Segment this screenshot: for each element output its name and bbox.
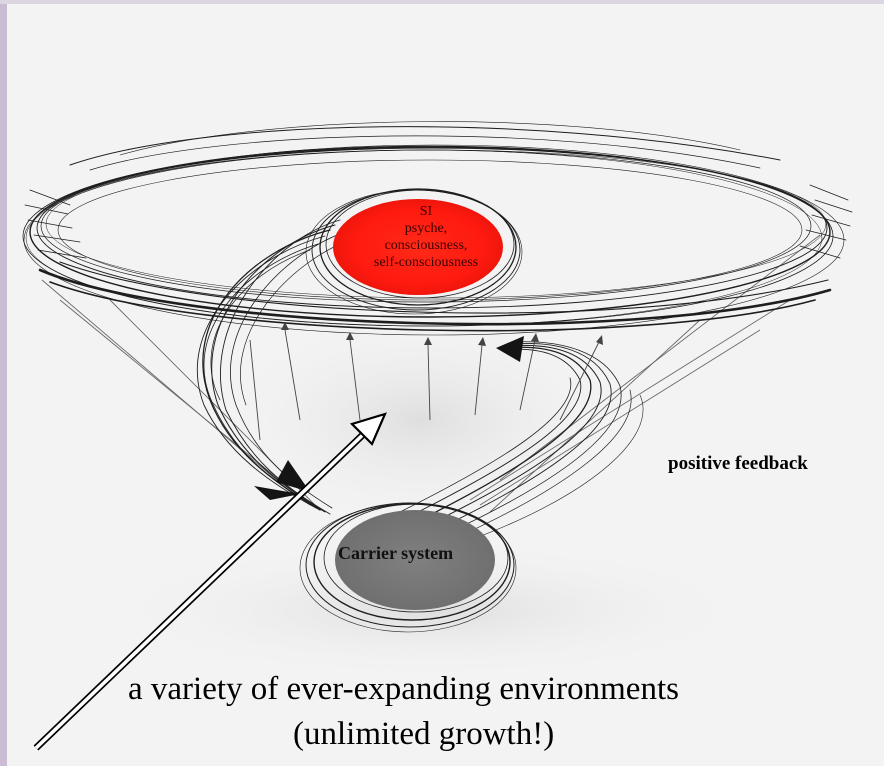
right-swirl	[399, 341, 644, 541]
carrier-node	[299, 502, 517, 633]
si-label-line-1: SI	[419, 204, 433, 219]
si-label-line-4: self-consciousness	[373, 255, 479, 270]
environment-disc	[22, 121, 853, 336]
environment-label-line-2: (unlimited growth!)	[293, 716, 555, 752]
left-swirl-arrowheads	[254, 460, 310, 500]
right-swirl-arrowhead	[496, 336, 524, 362]
positive-feedback-label: positive feedback	[668, 453, 808, 474]
upward-arrowheads	[281, 322, 603, 346]
si-node-fill	[333, 199, 503, 295]
carrier-node-fill	[335, 510, 495, 610]
environment-arrow	[33, 412, 387, 751]
environment-label-line-1: a variety of ever-expanding environments	[128, 671, 679, 707]
upward-arrows	[249, 329, 601, 441]
carrier-system-label: Carrier system	[338, 543, 454, 563]
si-node	[305, 188, 523, 315]
si-label-line-3: consciousness,	[384, 238, 468, 253]
si-label-block: SI psyche, consciousness, self-conscious…	[344, 203, 508, 271]
left-border-strip	[0, 0, 7, 766]
si-label-line-2: psyche,	[404, 221, 448, 236]
